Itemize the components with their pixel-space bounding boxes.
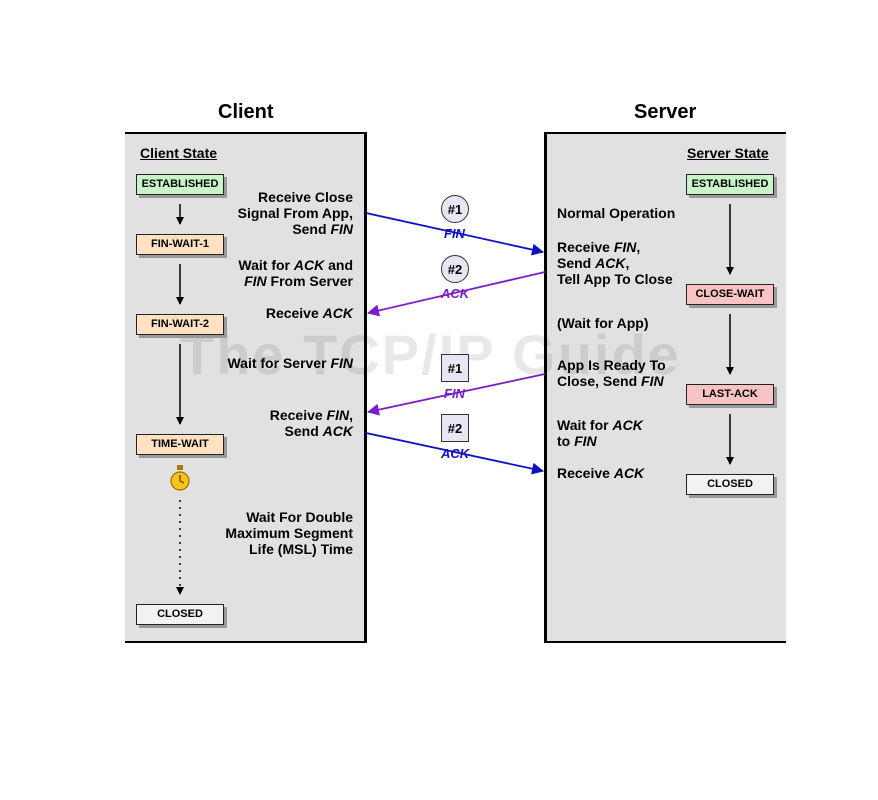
message-3-badge: #1 bbox=[441, 354, 469, 382]
message-arrow-4-ack bbox=[365, 432, 544, 475]
server-state-last-ack: LAST-ACK bbox=[686, 384, 774, 405]
client-state-established: ESTABLISHED bbox=[136, 174, 224, 195]
label-normal-operation: Normal Operation bbox=[557, 205, 676, 221]
label-wait-for-app: (Wait for App) bbox=[557, 315, 649, 331]
server-state-heading: Server State bbox=[687, 145, 769, 161]
watermark: The TCP/IP Guide bbox=[180, 323, 681, 386]
message-4-badge: #2 bbox=[441, 414, 469, 442]
client-state-closed: CLOSED bbox=[136, 604, 224, 625]
server-title: Server bbox=[634, 101, 697, 123]
client-state-heading: Client State bbox=[140, 145, 218, 161]
client-state-fin-wait-1: FIN-WAIT-1 bbox=[136, 234, 224, 255]
message-1-label: FIN bbox=[444, 226, 465, 241]
message-4-label: ACK bbox=[441, 446, 470, 461]
message-1-badge: #1 bbox=[441, 195, 469, 223]
server-state-closed: CLOSED bbox=[686, 474, 774, 495]
label-wait-ack-and-fin: Wait for ACK and FIN From Server bbox=[238, 257, 353, 289]
client-panel-bottom-border bbox=[125, 641, 367, 643]
client-state-time-wait: TIME-WAIT bbox=[136, 434, 224, 455]
label-client-receive-ack: Receive ACK bbox=[265, 305, 353, 321]
server-panel-left-border bbox=[544, 132, 547, 643]
message-2-badge: #2 bbox=[441, 255, 469, 283]
server-panel-top-border bbox=[545, 132, 786, 134]
client-panel-right-border bbox=[364, 132, 367, 643]
label-wait-for-ack-to-fin: Wait for ACK to FIN bbox=[557, 417, 643, 449]
message-arrow-1-fin bbox=[365, 212, 544, 256]
server-state-established: ESTABLISHED bbox=[686, 174, 774, 195]
client-title: Client bbox=[218, 101, 274, 123]
server-state-close-wait: CLOSE-WAIT bbox=[686, 284, 774, 305]
label-receive-fin-send-ack: Receive FIN, Send ACK bbox=[269, 407, 353, 439]
label-receive-close-signal: Receive Close Signal From App, Send FIN bbox=[237, 189, 353, 237]
client-state-fin-wait-2: FIN-WAIT-2 bbox=[136, 314, 224, 335]
label-server-receive-ack: Receive ACK bbox=[557, 465, 645, 481]
client-panel-top-border bbox=[125, 132, 367, 134]
message-arrow-2-ack bbox=[367, 271, 546, 317]
label-receive-fin-tell-app: Receive FIN, Send ACK, Tell App To Close bbox=[557, 239, 673, 287]
label-wait-server-fin: Wait for Server FIN bbox=[227, 355, 353, 371]
label-app-ready-send-fin: App Is Ready To Close, Send FIN bbox=[557, 357, 666, 389]
message-3-label: FIN bbox=[444, 386, 465, 401]
client-panel bbox=[125, 133, 365, 642]
server-panel-bottom-border bbox=[545, 641, 786, 643]
message-2-label: ACK bbox=[441, 286, 470, 301]
label-wait-double-msl: Wait For Double Maximum Segment Life (MS… bbox=[225, 509, 353, 557]
message-arrow-3-fin bbox=[367, 373, 546, 416]
